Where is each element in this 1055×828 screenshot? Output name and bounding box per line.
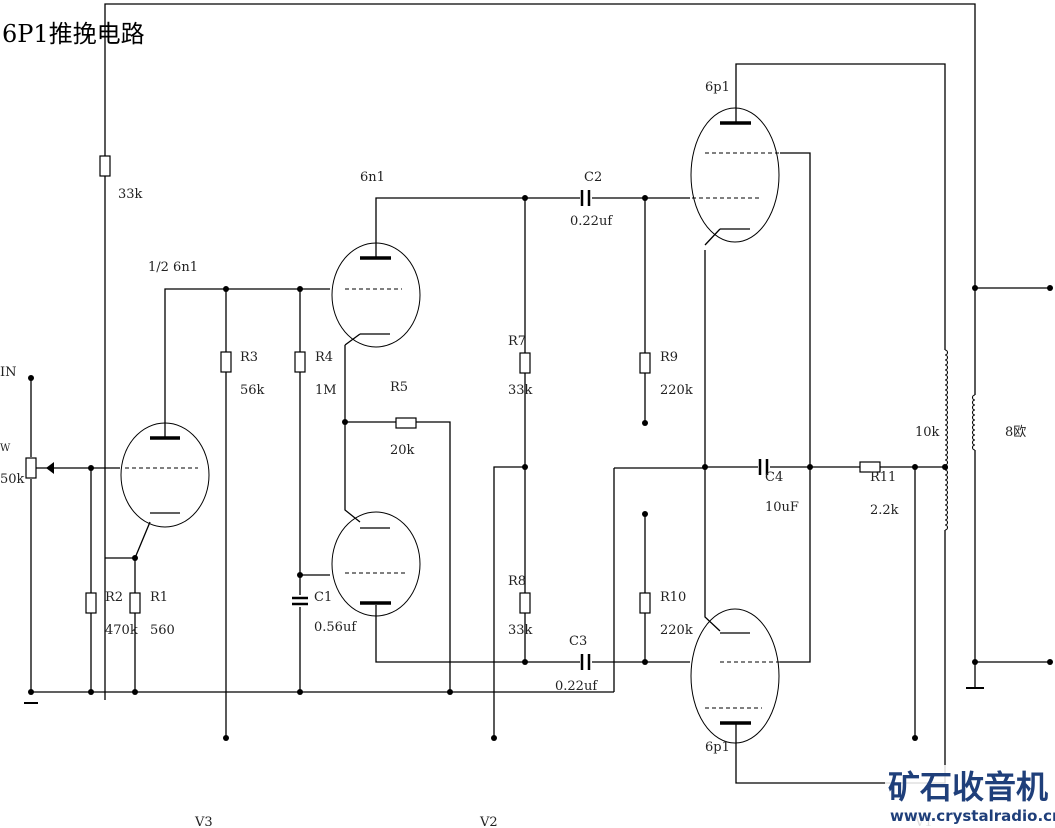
label-pot-value: 50k [0, 472, 25, 487]
watermark-url: www.crystalradio.cn [890, 807, 1055, 825]
label-r3-value: 56k [240, 383, 265, 398]
tube-v1-bottom [690, 608, 780, 744]
resistor-r3 [220, 351, 232, 373]
label-c4-value: 10uF [765, 500, 799, 515]
label-c4-name: C4 [765, 470, 783, 485]
resistor-r11 [859, 461, 881, 473]
capacitor-c4 [758, 459, 769, 475]
label-c3-name: C3 [569, 634, 587, 649]
junction-dots [28, 195, 1053, 741]
wires [24, 3, 1050, 784]
resistor-r9 [639, 352, 651, 374]
label-r10-value: 220k [660, 623, 693, 638]
label-r4-value: 1M [315, 383, 337, 398]
label-primary-impedance: 10k [915, 425, 940, 440]
label-pot-name: W [0, 443, 11, 454]
diagram-title: 6P1推挽电路 [2, 20, 145, 48]
resistor-r1 [129, 592, 141, 614]
label-c2-name: C2 [584, 170, 602, 185]
label-r1-value: 560 [150, 623, 175, 638]
label-r9-value: 220k [660, 383, 693, 398]
label-r7-value: 33k [508, 383, 533, 398]
label-c3-value: 0.22uf [555, 679, 598, 694]
label-r2-value: 470k [105, 623, 138, 638]
label-v2-tube: 6n1 [360, 170, 385, 185]
resistor-r10 [639, 592, 651, 614]
tube-v2-top [331, 242, 421, 348]
tube-v3 [120, 422, 210, 528]
label-r7-name: R7 [508, 334, 526, 349]
label-r10-name: R10 [660, 590, 686, 605]
label-v3: V3 [194, 815, 213, 828]
tube-v1-top [690, 107, 780, 243]
label-r8-name: R8 [508, 574, 526, 589]
resistor-r2 [85, 592, 97, 614]
label-v1-top-tube: 6p1 [705, 80, 730, 95]
label-r8-value: 33k [508, 623, 533, 638]
label-input: IN [0, 365, 17, 380]
resistor-r4 [294, 351, 306, 373]
resistor-r8 [519, 592, 531, 614]
label-r9-name: R9 [660, 350, 678, 365]
resistor-pot [25, 457, 37, 479]
label-r3-name: R3 [240, 350, 258, 365]
watermark: 矿石收音机 www.crystalradio.cn [885, 765, 1055, 828]
label-r2-name: R2 [105, 590, 123, 605]
label-c1-value: 0.56uf [314, 620, 357, 635]
label-v2: V2 [479, 815, 498, 828]
label-r11-name: R11 [870, 470, 896, 485]
label-c1-name: C1 [314, 590, 332, 605]
label-v3-tube: 1/2 6n1 [148, 260, 198, 275]
tube-v2-bottom [331, 511, 421, 617]
resistor-plate-load [99, 155, 111, 177]
resistor-r5 [395, 417, 417, 429]
label-r4-name: R4 [315, 350, 333, 365]
label-r11-value: 2.2k [870, 503, 899, 518]
label-r1-name: R1 [150, 590, 168, 605]
label-r5-name: R5 [390, 380, 408, 395]
label-v1-bottom-tube: 6p1 [705, 740, 730, 755]
resistor-r7 [519, 352, 531, 374]
label-secondary-impedance: 8欧 [1005, 425, 1026, 440]
capacitor-c1 [292, 595, 308, 607]
capacitor-c3 [580, 654, 591, 670]
label-plate-load-value: 33k [118, 187, 143, 202]
label-r5-value: 20k [390, 443, 415, 458]
capacitor-c2 [580, 190, 591, 206]
watermark-title: 矿石收音机 [888, 768, 1048, 806]
output-transformer [944, 349, 976, 531]
label-c2-value: 0.22uf [570, 214, 613, 229]
